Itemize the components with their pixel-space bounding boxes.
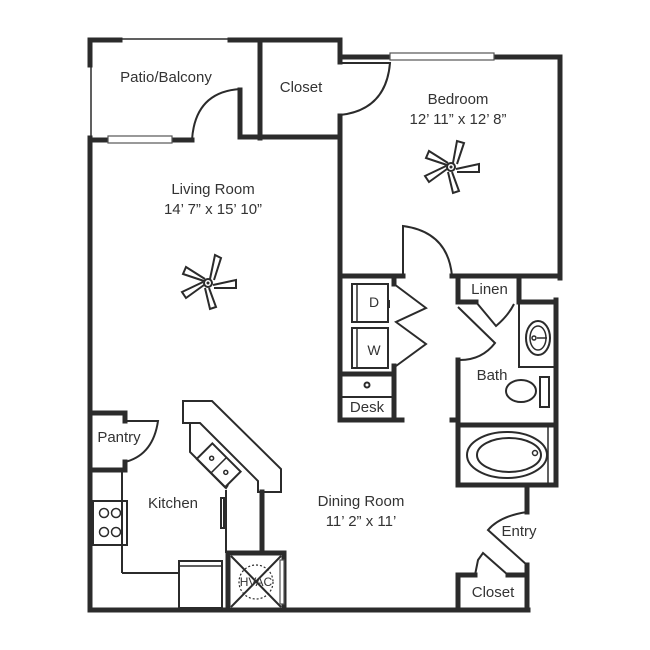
washer-icon [351, 327, 389, 369]
room-name: Dining Room [317, 493, 405, 510]
room-label-closet-top: Closet [262, 78, 340, 98]
linen-door-swing [475, 301, 515, 328]
room-label-living: Living Room 14’ 7” x 15’ 10” [138, 180, 288, 220]
room-name: Closet [471, 584, 515, 601]
kitchen-peninsula [182, 400, 282, 493]
room-name: Entry [501, 523, 537, 540]
pantry-door-swing [124, 420, 160, 463]
patio-door-swing [191, 88, 241, 141]
room-name: Bath [476, 367, 508, 384]
room-name: Patio/Balcony [120, 69, 212, 86]
room-label-bath: Bath [470, 366, 514, 386]
room-dimensions: 14’ 7” x 15’ 10” [163, 201, 263, 218]
hvac-label: HVAC [239, 575, 273, 589]
desk-knob-icon [363, 381, 371, 389]
ceiling-fan-icon [180, 253, 237, 311]
room-label-entry: Entry [496, 522, 542, 542]
stove-icon [92, 500, 128, 546]
bath-door-swing [457, 306, 497, 361]
hvac-icon [230, 555, 282, 608]
bathtub-icon [466, 431, 548, 479]
room-label-patio: Patio/Balcony [108, 68, 224, 88]
room-label-closet-entry: Closet [462, 583, 524, 603]
bath-sink-icon [525, 320, 551, 356]
room-name: Living Room [171, 181, 255, 198]
room-dimensions: 12’ 11” x 12’ 8” [409, 111, 507, 128]
room-name: Desk [349, 399, 385, 416]
room-name: Pantry [97, 429, 141, 446]
entry-closet-walls [455, 572, 530, 613]
entry-door-swing [486, 511, 528, 566]
room-label-bedroom: Bedroom 12’ 11” x 12’ 8” [398, 90, 518, 130]
room-label-kitchen: Kitchen [140, 494, 206, 514]
interior-walls [337, 273, 563, 488]
dryer-label: D [368, 294, 380, 310]
room-label-desk: Desk [342, 398, 392, 418]
bedroom-door-swing [402, 224, 453, 277]
entry-closet-door [474, 551, 509, 576]
closet-door-swing [339, 62, 392, 116]
kitchen-sink-icon [195, 441, 243, 489]
room-label-linen: Linen [462, 280, 517, 300]
patio-walls [87, 37, 343, 138]
outer-walls [87, 37, 563, 613]
hvac-door [279, 559, 285, 605]
dryer-icon [351, 283, 390, 323]
room-name: Bedroom [427, 91, 489, 108]
refrigerator-icon [178, 560, 223, 609]
dishwasher-icon [220, 497, 225, 529]
ceiling-fan-icon [423, 139, 480, 195]
room-name: Closet [279, 79, 323, 96]
bedroom-window [389, 52, 495, 61]
room-label-dining: Dining Room 11’ 2” x 11’ [302, 492, 420, 532]
room-label-pantry: Pantry [92, 428, 146, 448]
room-name: Kitchen [147, 495, 199, 512]
laundry-bifold-door [393, 283, 428, 367]
room-dimensions: 11’ 2” x 11’ [325, 513, 397, 530]
toilet-icon [505, 376, 550, 408]
living-window [107, 135, 173, 144]
room-name: Linen [471, 281, 508, 298]
washer-label: W [367, 342, 381, 358]
